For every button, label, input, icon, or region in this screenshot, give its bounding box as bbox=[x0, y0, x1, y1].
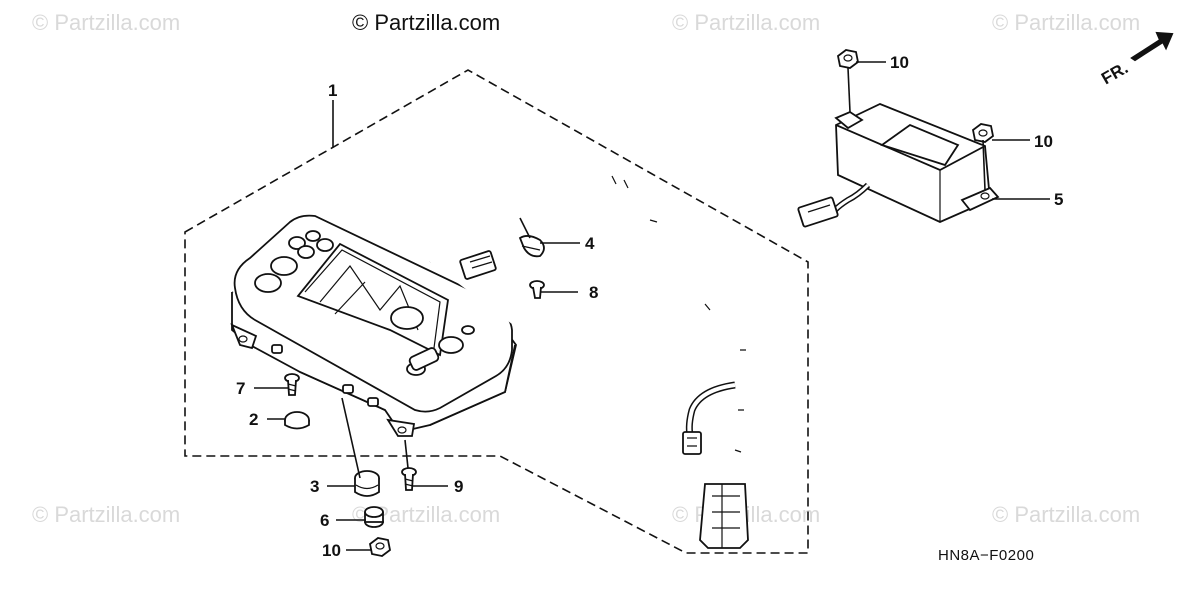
callout-2: 2 bbox=[249, 410, 258, 429]
cap-part-2 bbox=[284, 411, 310, 430]
front-direction-arrow-icon bbox=[1130, 31, 1174, 62]
callout-8: 8 bbox=[589, 283, 598, 302]
collar-part-6 bbox=[364, 506, 384, 528]
meter-assembly bbox=[230, 214, 517, 437]
callout-7: 7 bbox=[236, 379, 245, 398]
callout-5: 5 bbox=[1054, 190, 1063, 209]
front-direction-label: FR. bbox=[1098, 58, 1131, 88]
nut-part-10-bottom bbox=[369, 537, 391, 557]
callout-10-top: 10 bbox=[890, 53, 909, 72]
wire-harness bbox=[429, 168, 749, 549]
watermark: © Partzilla.com bbox=[992, 502, 1140, 527]
watermark: © Partzilla.com bbox=[32, 10, 180, 35]
callout-10-bottom: 10 bbox=[322, 541, 341, 560]
assembly-boundary bbox=[184, 69, 809, 554]
screw-part-9 bbox=[401, 467, 417, 491]
screw-part-8 bbox=[529, 280, 545, 299]
callout-4: 4 bbox=[585, 234, 595, 253]
watermark: © Partzilla.com bbox=[32, 502, 180, 527]
callout-10-right: 10 bbox=[1034, 132, 1053, 151]
callout-1: 1 bbox=[328, 81, 337, 100]
callout-3: 3 bbox=[310, 477, 319, 496]
callout-9: 9 bbox=[454, 477, 463, 496]
watermark-main: © Partzilla.com bbox=[352, 10, 500, 35]
grommet-part-3 bbox=[354, 470, 380, 497]
screw-part-7 bbox=[284, 373, 300, 396]
callout-6: 6 bbox=[320, 511, 329, 530]
watermark: © Partzilla.com bbox=[992, 10, 1140, 35]
nut-part-10-right bbox=[972, 123, 994, 143]
watermark: © Partzilla.com bbox=[672, 10, 820, 35]
control-unit-part-5 bbox=[797, 103, 1000, 228]
drawing-code: HN8A−F0200 bbox=[938, 547, 1034, 564]
nut-part-10-top bbox=[837, 49, 859, 69]
leader-lines bbox=[254, 61, 1050, 551]
